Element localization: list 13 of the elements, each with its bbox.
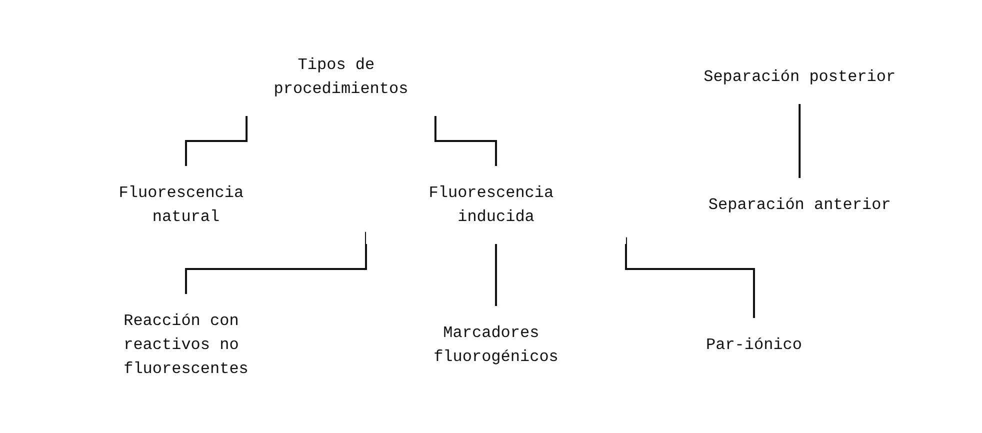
connector bbox=[798, 104, 801, 178]
node-text: Separación anterior bbox=[708, 195, 892, 214]
node-text: Marcadores fluorogénicos bbox=[434, 323, 559, 366]
node-text: Fluorescencia natural bbox=[118, 183, 244, 226]
node-text: Separación posterior bbox=[704, 68, 896, 86]
connector bbox=[434, 116, 498, 166]
connector bbox=[495, 244, 498, 306]
node-text: Par-iónico bbox=[706, 335, 802, 354]
node-text: Tipos de procedimientos bbox=[274, 56, 408, 98]
node-text: Reacción con reactivos no fluorescentes bbox=[124, 311, 249, 378]
connector bbox=[185, 231, 368, 294]
connector bbox=[185, 116, 248, 166]
node-text: Fluorescencia inducida bbox=[428, 183, 554, 226]
